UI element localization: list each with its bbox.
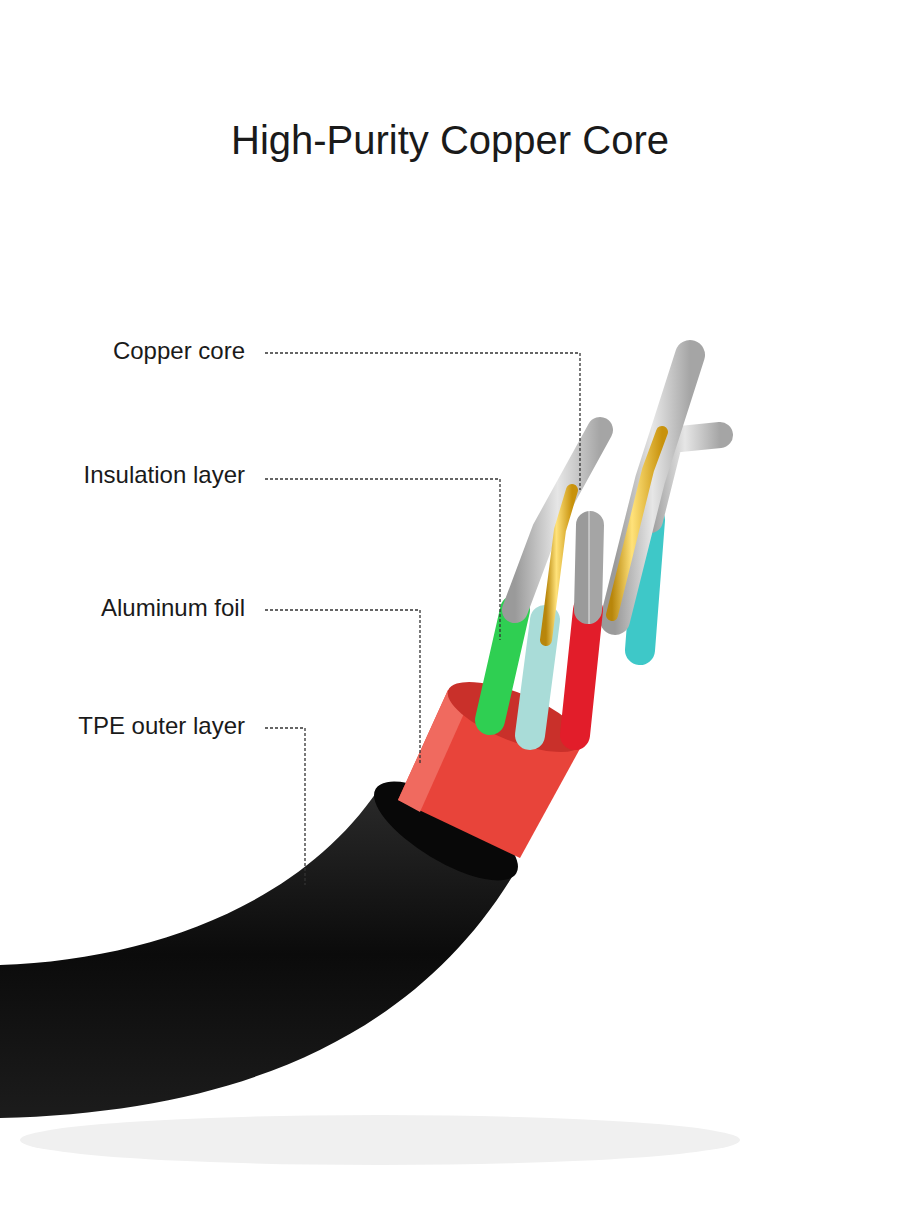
green-insulation <box>490 610 515 720</box>
part-label: TPE outer layer <box>10 712 245 740</box>
leader-line <box>265 610 420 765</box>
gold-wire <box>546 490 572 640</box>
leader-line <box>265 479 500 640</box>
red-insulation <box>575 610 588 735</box>
red-strands <box>588 525 590 610</box>
leader-line <box>265 353 580 490</box>
leader-line <box>265 728 305 885</box>
part-label: Insulation layer <box>10 461 245 489</box>
diagram-title: High-Purity Copper Core <box>0 118 900 163</box>
part-label: Copper core <box>20 337 245 365</box>
shadow <box>20 1115 740 1165</box>
part-label: Aluminum foil <box>10 594 245 622</box>
gold-wire <box>612 432 662 615</box>
